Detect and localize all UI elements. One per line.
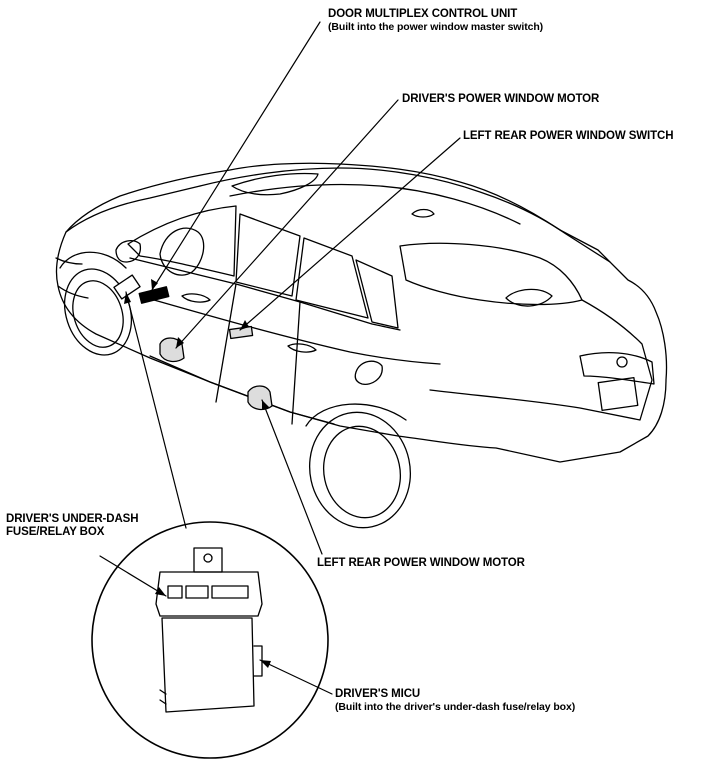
rocker-panel [149,355,335,425]
door-multiplex-note: (Built into the power window master swit… [328,21,544,33]
rear-windshield [399,242,583,306]
roof-outline [199,167,611,263]
fuse-slot-1 [167,585,183,599]
high-mount-brake-light [505,288,553,307]
leader-left-rear-motor [261,399,323,555]
arrowheads [124,279,271,668]
side-character-line [139,295,441,365]
fuse-slot-2 [185,585,209,599]
fuse-box-line2: FUSE/RELAY BOX [6,526,105,538]
mounting-tab [193,547,223,573]
rear-wheel [305,403,412,529]
roof-inner-line [229,183,521,225]
sunroof [231,172,319,196]
front-door-handle [181,293,211,303]
arrow-fuse-label [155,587,166,596]
arrow-left-rear-motor [262,400,270,410]
door-multiplex-title: DOOR MULTIPLEX CONTROL UNIT [328,8,518,20]
roof-antenna [411,208,435,218]
belt-line [129,257,401,331]
side-mirror [115,239,142,263]
leader-left-rear-switch [239,137,461,331]
arrow-micu [260,660,271,668]
left-rear-switch-part [228,325,254,340]
trunk-emblem [616,356,628,368]
front-bumper [55,257,89,299]
leader-micu [259,659,333,695]
rear-quarter-glass [355,259,399,329]
micu-note: (Built into the driver's under-dash fuse… [335,701,576,713]
label-fuse-box: DRIVER'S UNDER-DASH FUSE/RELAY BOX [6,513,139,539]
arrow-left-rear-switch [240,320,249,330]
arrow-fuse-to-inset [124,292,131,304]
taillight [579,352,655,385]
license-plate [597,376,639,412]
label-left-rear-motor: LEFT REAR POWER WINDOW MOTOR [317,557,525,569]
door-multiplex-unit-part [138,286,170,304]
fuse-box-part [113,274,141,300]
hood-line [65,185,201,233]
leader-lines [99,21,461,695]
label-micu: DRIVER'S MICU (Built into the driver's u… [335,688,575,714]
micu-title: DRIVER'S MICU [335,688,421,700]
leader-door-multiplex [151,21,321,291]
front-door-window [235,213,301,297]
car-illustration [55,162,668,529]
arrow-driver-motor [176,337,184,348]
fuse-box-inset [91,521,329,759]
steering-wheel [159,227,205,276]
left-rear-motor-part [247,385,273,411]
leader-fuse-label [99,555,167,597]
arrow-door-multiplex [151,279,158,290]
micu-housing [161,617,255,713]
label-door-multiplex: DOOR MULTIPLEX CONTROL UNIT (Built into … [328,8,543,34]
car-body-outline [55,162,668,463]
windshield [127,205,237,277]
fuel-door [354,360,383,385]
fuse-box-top [155,571,263,617]
leader-driver-motor [175,99,399,349]
rear-door-handle [287,343,317,353]
label-driver-motor: DRIVER'S POWER WINDOW MOTOR [402,93,600,105]
leader-fuse-to-inset [125,291,187,529]
inset-circle [91,521,329,759]
trunk-lid [429,299,653,421]
rear-door-seam [291,301,301,425]
front-door-seam [215,283,237,403]
fuse-slot-3 [211,585,249,599]
fuse-box-line1: DRIVER'S UNDER-DASH [6,513,139,525]
label-left-rear-switch: LEFT REAR POWER WINDOW SWITCH [463,130,674,142]
